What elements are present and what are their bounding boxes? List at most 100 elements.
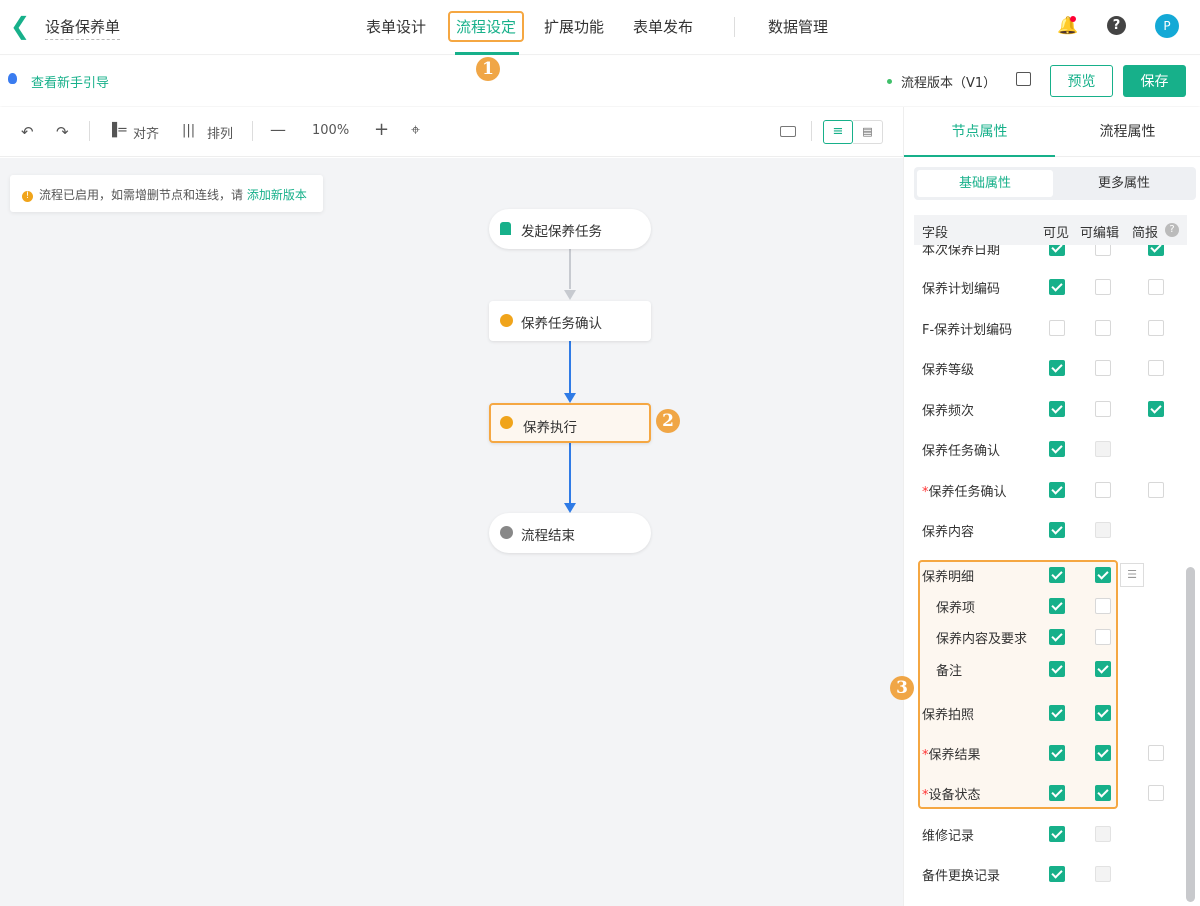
field-label: 保养任务确认 xyxy=(922,440,1000,459)
visible-checkbox[interactable] xyxy=(1049,629,1065,645)
notification-dot xyxy=(1070,16,1076,22)
flow-enabled-alert: !流程已启用，如需增删节点和连线，请 添加新版本 xyxy=(10,175,323,212)
scrollbar[interactable] xyxy=(1186,567,1195,902)
visible-checkbox[interactable] xyxy=(1049,320,1065,336)
visible-checkbox[interactable] xyxy=(1049,522,1065,538)
field-row: *保养任务确认 xyxy=(904,475,1184,505)
field-row: *保养结果 xyxy=(904,738,1184,768)
arrange-icon[interactable]: ||| xyxy=(182,123,196,138)
editable-checkbox[interactable] xyxy=(1095,629,1111,645)
brief-checkbox[interactable] xyxy=(1148,482,1164,498)
field-name: 保养计划编码 xyxy=(922,282,1001,297)
arrange-button[interactable]: 排列 xyxy=(207,127,234,142)
required-mark: * xyxy=(922,485,929,500)
visible-checkbox[interactable] xyxy=(1049,482,1065,498)
tab-flow-properties[interactable]: 流程属性 xyxy=(1055,107,1200,157)
tab-node-properties[interactable]: 节点属性 xyxy=(904,107,1055,157)
visible-checkbox[interactable] xyxy=(1049,661,1065,677)
editable-checkbox[interactable] xyxy=(1095,567,1111,583)
divider xyxy=(811,121,812,141)
visible-checkbox[interactable] xyxy=(1049,401,1065,417)
editable-checkbox[interactable] xyxy=(1095,482,1111,498)
flow-version[interactable]: 流程版本（V1） xyxy=(901,76,997,91)
help-icon[interactable]: ? xyxy=(1165,223,1179,237)
connector xyxy=(569,249,571,289)
align-button[interactable]: 对齐 xyxy=(133,127,160,142)
editable-checkbox[interactable] xyxy=(1095,279,1111,295)
field-label: *保养结果 xyxy=(922,744,981,763)
tab-flow-settings[interactable]: 流程设定 xyxy=(448,11,525,42)
zoom-out-icon[interactable]: — xyxy=(270,120,286,139)
field-label: 保养频次 xyxy=(922,400,974,419)
node-label: 流程结束 xyxy=(521,528,575,544)
col-field: 字段 xyxy=(922,226,949,241)
undo-icon[interactable]: ↶ xyxy=(21,123,34,141)
editable-checkbox[interactable] xyxy=(1095,401,1111,417)
tab-form-publish[interactable]: 表单发布 xyxy=(633,18,694,36)
editable-checkbox[interactable] xyxy=(1095,705,1111,721)
field-name: 保养明细 xyxy=(922,570,975,585)
keyboard-icon[interactable] xyxy=(780,126,796,137)
add-version-link[interactable]: 添加新版本 xyxy=(246,188,307,202)
preview-button[interactable]: 预览 xyxy=(1050,65,1113,97)
editable-checkbox[interactable] xyxy=(1095,745,1111,761)
locate-icon[interactable]: ⌖ xyxy=(411,120,421,139)
col-brief: 简报 xyxy=(1132,226,1159,241)
visible-checkbox[interactable] xyxy=(1049,360,1065,376)
tab-extensions[interactable]: 扩展功能 xyxy=(544,18,605,36)
brief-checkbox[interactable] xyxy=(1148,279,1164,295)
align-icon[interactable]: ▐= xyxy=(107,123,128,138)
back-icon[interactable]: ❮ xyxy=(10,12,31,40)
brief-checkbox[interactable] xyxy=(1148,401,1164,417)
visible-checkbox[interactable] xyxy=(1049,598,1065,614)
save-button[interactable]: 保存 xyxy=(1123,65,1186,97)
zoom-level: 100% xyxy=(312,123,350,138)
form-title[interactable]: 设备保养单 xyxy=(45,16,121,40)
field-row: 备注 xyxy=(904,654,1184,684)
flow-node-end[interactable]: 流程结束 xyxy=(489,513,651,553)
segment-more[interactable]: 更多属性 xyxy=(1097,176,1150,191)
help-icon[interactable]: ? xyxy=(1107,16,1126,35)
vertical-layout-icon[interactable]: ≡ xyxy=(823,120,853,144)
comment-icon[interactable] xyxy=(1016,72,1031,86)
brief-checkbox[interactable] xyxy=(1148,785,1164,801)
visible-checkbox[interactable] xyxy=(1049,567,1065,583)
visible-checkbox[interactable] xyxy=(1049,745,1065,761)
tab-data-management[interactable]: 数据管理 xyxy=(768,18,829,36)
editable-checkbox[interactable] xyxy=(1095,360,1111,376)
editable-checkbox[interactable] xyxy=(1095,785,1111,801)
editable-checkbox[interactable] xyxy=(1095,598,1111,614)
visible-checkbox[interactable] xyxy=(1049,441,1065,457)
editable-checkbox[interactable] xyxy=(1095,320,1111,336)
sub-field-settings-icon[interactable]: ☰ xyxy=(1120,563,1144,587)
brief-checkbox[interactable] xyxy=(1148,745,1164,761)
alert-text: 流程已启用，如需增删节点和连线，请 xyxy=(39,188,244,202)
field-name: 设备状态 xyxy=(928,788,981,803)
clock-icon xyxy=(500,416,513,429)
editable-checkbox[interactable] xyxy=(1095,661,1111,677)
visible-checkbox[interactable] xyxy=(1049,826,1065,842)
avatar[interactable]: P xyxy=(1155,14,1179,38)
visible-checkbox[interactable] xyxy=(1049,705,1065,721)
tab-form-design[interactable]: 表单设计 xyxy=(366,18,427,36)
visible-checkbox[interactable] xyxy=(1049,279,1065,295)
flow-node-start[interactable]: 发起保养任务 xyxy=(489,209,651,249)
brief-checkbox[interactable] xyxy=(1148,360,1164,376)
redo-icon[interactable]: ↷ xyxy=(56,123,69,141)
field-label: 保养项 xyxy=(936,597,975,616)
editable-checkbox xyxy=(1095,826,1111,842)
field-label: 本次保养日期 xyxy=(922,239,1000,258)
field-name: 保养任务确认 xyxy=(928,485,1007,500)
flow-canvas[interactable] xyxy=(0,158,903,906)
visible-checkbox[interactable] xyxy=(1049,785,1065,801)
horizontal-layout-icon[interactable]: ▤ xyxy=(853,120,883,144)
guide-link[interactable]: 查看新手引导 xyxy=(31,76,110,91)
flow-node-confirm[interactable]: 保养任务确认 xyxy=(489,301,651,341)
visible-checkbox[interactable] xyxy=(1049,866,1065,882)
zoom-in-icon[interactable]: + xyxy=(374,119,390,140)
flow-node-execute[interactable]: 保养执行 xyxy=(489,403,651,443)
segment-basic[interactable]: 基础属性 xyxy=(917,170,1053,197)
brief-checkbox[interactable] xyxy=(1148,320,1164,336)
field-row: 保养项 xyxy=(904,591,1184,621)
